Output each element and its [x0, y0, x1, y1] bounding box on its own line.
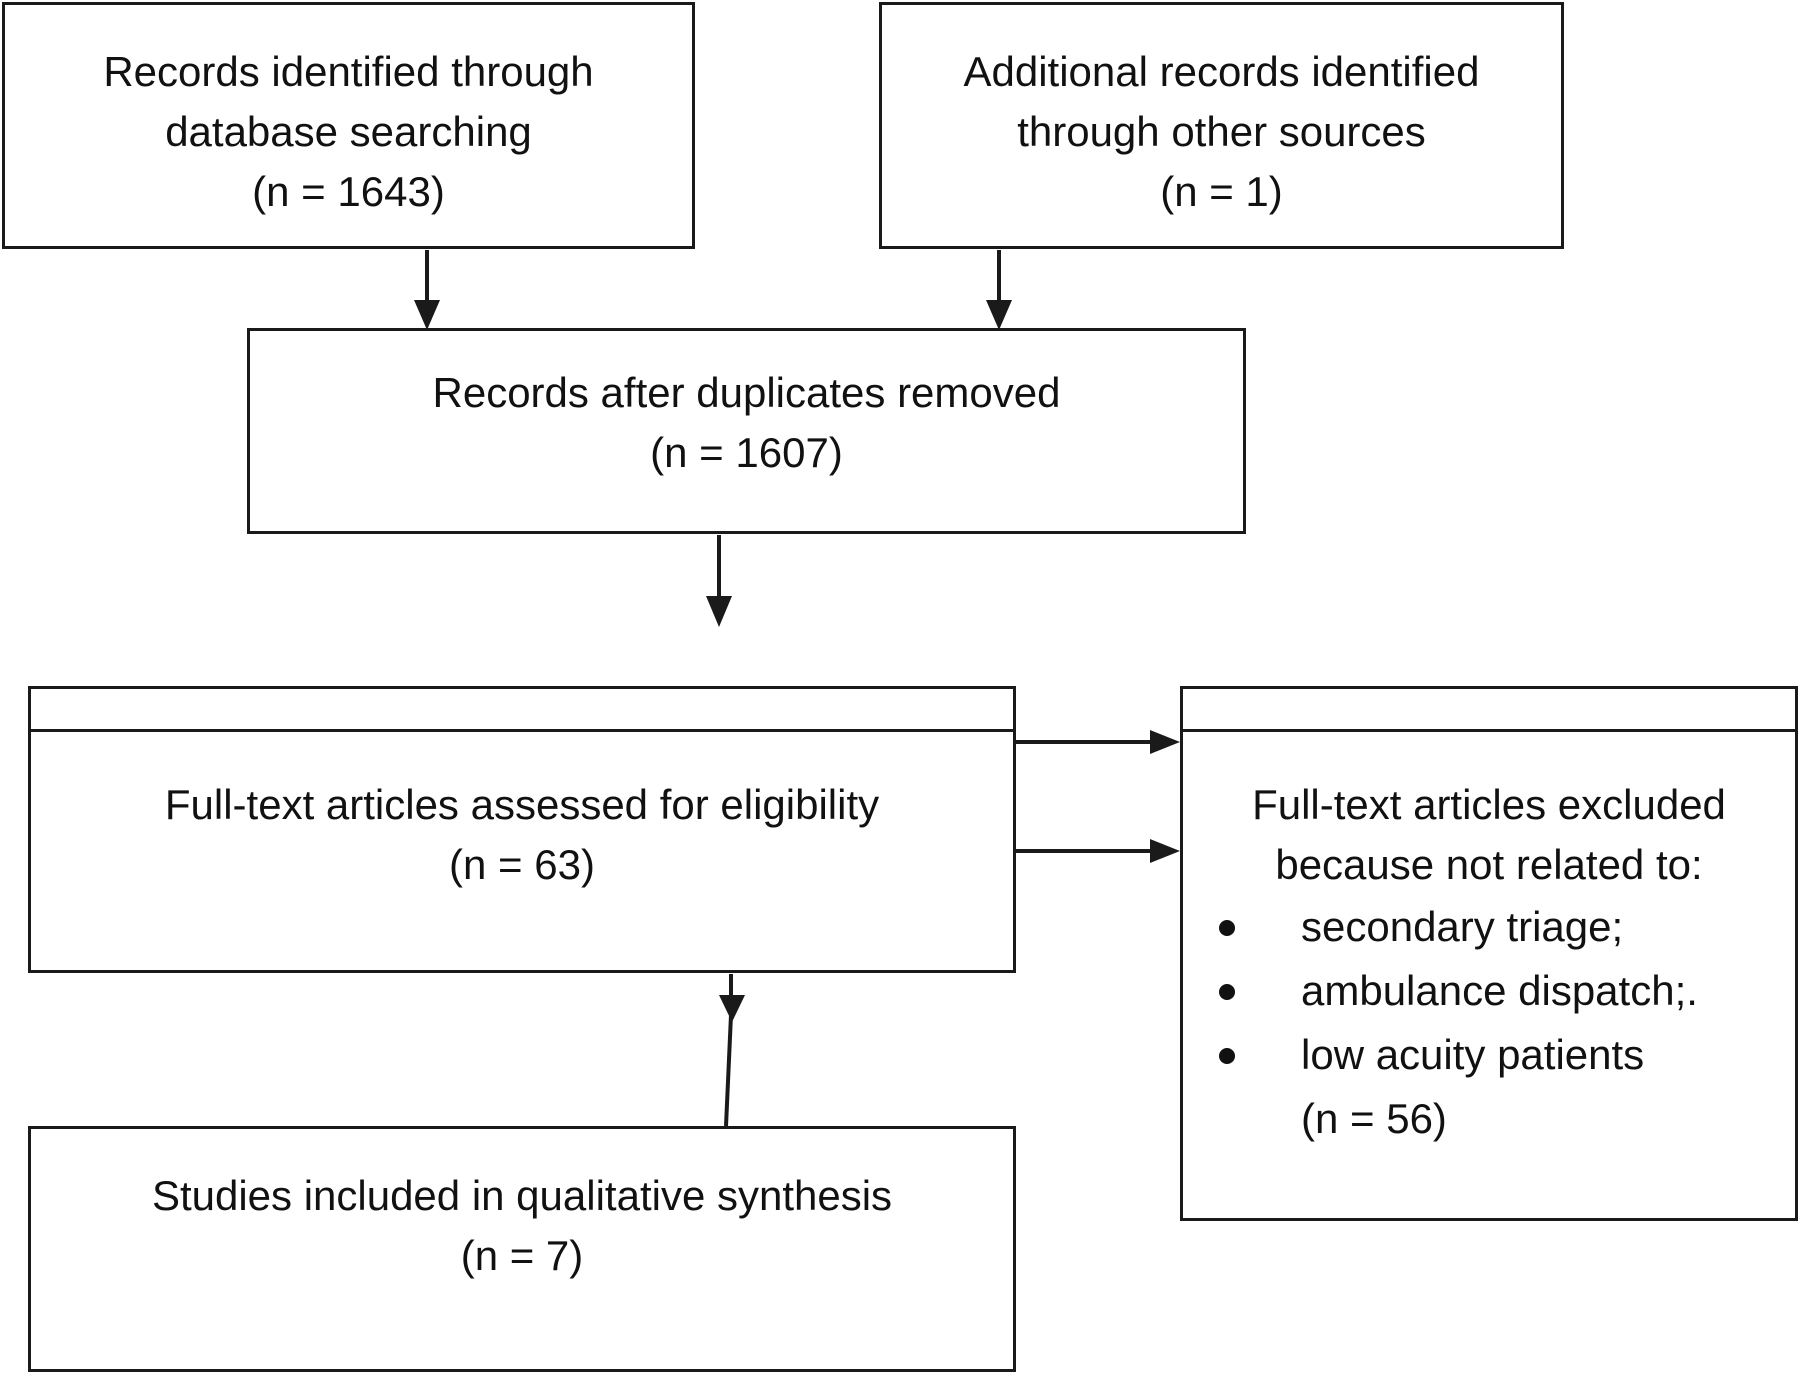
database-records-count: (n = 1643)	[252, 168, 445, 215]
assessed-header-strip	[31, 689, 1013, 732]
bullet-icon	[1219, 984, 1235, 1000]
exclusion-reason-item: ambulance dispatch;.	[1183, 959, 1795, 1023]
excluded-articles-text: Full-text articles excluded because not …	[1183, 775, 1795, 895]
included-studies-count: (n = 7)	[460, 1232, 584, 1279]
excluded-articles-line1: Full-text articles excluded	[1252, 781, 1726, 828]
exclusion-reason-item: secondary triage;	[1183, 895, 1795, 959]
excluded-articles-count: (n = 56)	[1301, 1095, 1447, 1142]
arrow-dedup-to-assessed	[706, 535, 732, 627]
exclusion-reasons-list: secondary triage; ambulance dispatch;. l…	[1183, 895, 1795, 1151]
database-records-line2: database searching	[165, 108, 532, 155]
other-sources-box: Additional records identified through ot…	[879, 2, 1564, 249]
arrow-database-to-dedup	[414, 250, 440, 330]
arrow-assessed-to-included	[719, 974, 745, 1127]
assessed-articles-count: (n = 63)	[449, 841, 595, 888]
dedup-records-line1: Records after duplicates removed	[432, 369, 1061, 416]
dedup-records-count: (n = 1607)	[650, 429, 843, 476]
bullet-icon	[1219, 920, 1235, 936]
other-sources-line2: through other sources	[1017, 108, 1426, 155]
excluded-articles-box: Full-text articles excluded because not …	[1180, 686, 1798, 1221]
database-records-text: Records identified through database sear…	[5, 42, 692, 222]
assessed-articles-box: Full-text articles assessed for eligibil…	[28, 686, 1016, 973]
arrow-assessed-to-excluded-upper	[1016, 730, 1180, 754]
bullet-icon	[1219, 1048, 1235, 1064]
dedup-records-text: Records after duplicates removed (n = 16…	[250, 363, 1243, 483]
exclusion-reason-text: secondary triage;	[1301, 903, 1624, 950]
other-sources-text: Additional records identified through ot…	[882, 42, 1561, 222]
other-sources-count: (n = 1)	[1160, 168, 1283, 215]
assessed-articles-text: Full-text articles assessed for eligibil…	[31, 775, 1013, 895]
arrow-other-to-dedup	[986, 250, 1012, 330]
database-records-box: Records identified through database sear…	[2, 2, 695, 249]
arrow-assessed-to-excluded-lower	[1016, 839, 1180, 863]
assessed-articles-line1: Full-text articles assessed for eligibil…	[164, 781, 880, 828]
database-records-line1: Records identified through	[103, 48, 594, 95]
included-studies-text: Studies included in qualitative synthesi…	[31, 1166, 1013, 1286]
exclusion-reason-text: ambulance dispatch;.	[1301, 967, 1698, 1014]
exclusion-reason-item: low acuity patients	[1183, 1023, 1795, 1087]
included-studies-line1: Studies included in qualitative synthesi…	[151, 1172, 893, 1219]
included-studies-box: Studies included in qualitative synthesi…	[28, 1126, 1016, 1372]
exclusion-reason-text: low acuity patients	[1301, 1031, 1645, 1078]
excluded-articles-line2: because not related to:	[1275, 841, 1703, 888]
excluded-header-strip	[1183, 689, 1795, 732]
excluded-count-row: (n = 56)	[1183, 1087, 1795, 1151]
other-sources-line1: Additional records identified	[963, 48, 1480, 95]
dedup-records-box: Records after duplicates removed (n = 16…	[247, 328, 1246, 534]
